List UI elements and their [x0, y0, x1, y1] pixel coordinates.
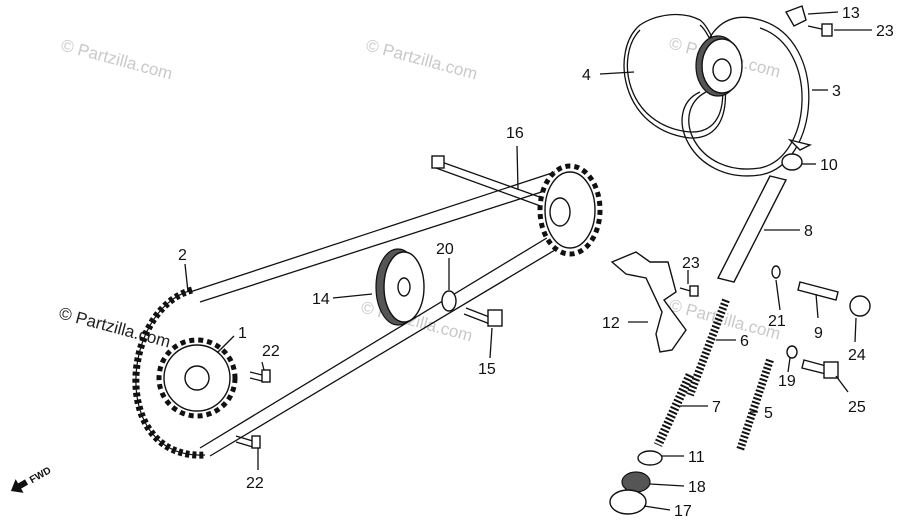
bolt	[463, 307, 503, 327]
callout-21: 21	[768, 313, 786, 330]
adjuster-rod	[797, 281, 871, 317]
gasket-assembly	[623, 13, 813, 177]
callout-4: 4	[582, 67, 591, 84]
tensioner-tube	[716, 153, 803, 283]
callout-2: 2	[178, 247, 187, 264]
drive-sprocket	[156, 337, 238, 419]
callout-20: 20	[436, 241, 454, 258]
callout-16: 16	[506, 125, 524, 142]
callout-3: 3	[832, 83, 841, 100]
spring-seat	[621, 471, 651, 493]
chain-roller	[375, 248, 425, 326]
drive-chain	[132, 171, 566, 459]
washer	[637, 450, 663, 466]
callout-6: 6	[740, 333, 749, 350]
callout-7: 7	[712, 399, 721, 416]
bolt	[249, 369, 271, 383]
watermark: © Partzilla.com	[667, 296, 783, 344]
o-ring	[771, 265, 781, 279]
callout-19: 19	[778, 373, 796, 390]
watermark-corner: © Partzilla.com	[57, 304, 173, 352]
callout-24: 24	[848, 347, 866, 364]
leader-lines	[184, 11, 872, 511]
callout-10: 10	[820, 157, 838, 174]
callout-23-upper: 23	[876, 23, 894, 40]
callout-14: 14	[312, 291, 330, 308]
bolt	[801, 359, 839, 379]
callout-5: 5	[764, 405, 773, 422]
callout-8: 8	[804, 223, 813, 240]
watermark: © Partzilla.com	[364, 36, 480, 84]
callout-11: 11	[688, 449, 705, 466]
cap-nut	[609, 489, 647, 515]
callout-22-lower: 22	[246, 475, 264, 492]
tensioner-bracket	[610, 251, 687, 353]
bolt	[807, 23, 833, 37]
watermark: © Partzilla.com	[59, 36, 175, 84]
spring	[686, 298, 730, 397]
callout-22-upper: 22	[262, 343, 280, 360]
forward-label: FWD	[28, 465, 53, 486]
bolt	[235, 435, 261, 449]
washer	[441, 290, 457, 312]
callout-18: 18	[688, 479, 706, 496]
washer	[786, 345, 798, 359]
callout-23-lower: 23	[682, 255, 700, 272]
callout-15: 15	[478, 361, 496, 378]
callout-13: 13	[842, 5, 860, 22]
arrow-icon	[10, 479, 29, 493]
callout-12: 12	[602, 315, 620, 332]
shaft-sprocket	[431, 155, 603, 257]
plate	[784, 5, 807, 27]
callout-25: 25	[848, 399, 866, 416]
bolt	[679, 285, 699, 297]
spring	[653, 373, 695, 447]
callout-1: 1	[238, 325, 247, 342]
callout-17: 17	[674, 503, 692, 520]
callouts: 1 2 3 4 5 6 7 8 9 10 11 12 13 14 15 16 1…	[178, 5, 894, 520]
forward-arrow: FWD	[10, 465, 53, 493]
callout-9: 9	[814, 325, 823, 342]
